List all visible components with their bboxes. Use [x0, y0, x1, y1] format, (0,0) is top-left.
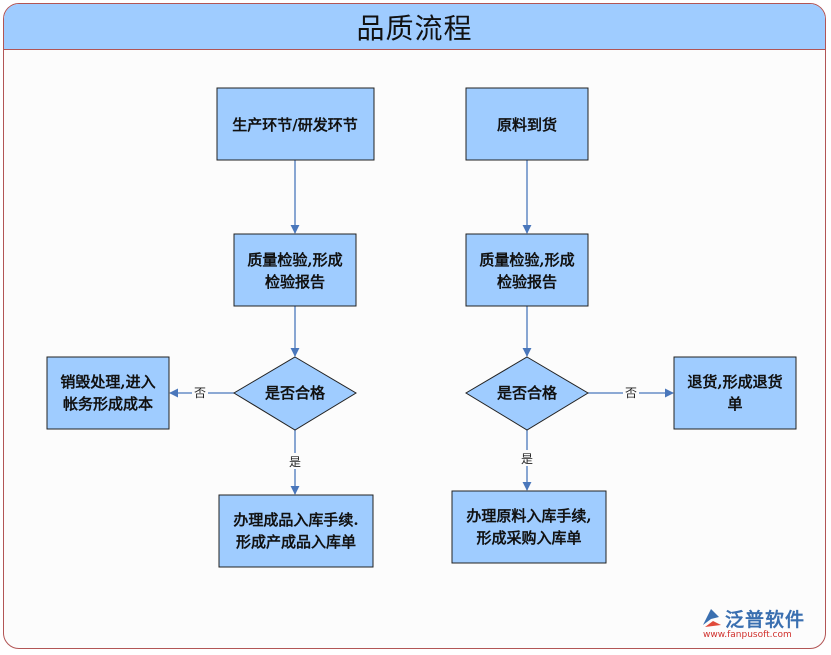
node-qc-right-line1: 质量检验,形成	[479, 251, 574, 269]
page-title: 品质流程	[356, 11, 473, 45]
node-decision-left: 是否合格	[233, 356, 357, 431]
node-decision-left-label: 是否合格	[264, 384, 326, 402]
node-qc-left-line1: 质量检验,形成	[247, 251, 342, 269]
node-store-product-line1: 办理成品入库手续.	[233, 511, 358, 529]
diagram-frame: 品质流程	[3, 3, 826, 649]
edge-label-yes-right: 是	[521, 452, 533, 466]
edge-label-no-left: 否	[194, 386, 206, 400]
node-store-raw-line2: 形成采购入库单	[476, 529, 581, 547]
node-store-raw-line1: 办理原料入库手续,	[466, 507, 591, 525]
node-decision-right-label: 是否合格	[496, 384, 558, 402]
edges	[169, 160, 674, 495]
node-production: 生产环节/研发环节	[216, 87, 375, 161]
node-destroy-line1: 销毁处理,进入	[60, 373, 155, 391]
logo-name: 泛普软件	[725, 609, 806, 631]
logo-url: www.fanpusoft.com	[703, 630, 792, 640]
node-destroy-line2: 帐务形成成本	[63, 395, 153, 413]
node-return-goods-line1: 退货,形成退货	[687, 373, 782, 391]
node-decision-right: 是否合格	[465, 356, 589, 431]
node-qc-right-line2: 检验报告	[497, 273, 557, 291]
node-qc-left-line2: 检验报告	[265, 273, 325, 291]
node-qc-right: 质量检验,形成 检验报告	[465, 233, 589, 307]
node-raw-arrival-label: 原料到货	[497, 116, 557, 134]
edge-label-yes-left: 是	[289, 455, 301, 469]
node-destroy: 销毁处理,进入 帐务形成成本	[46, 356, 170, 430]
node-qc-left: 质量检验,形成 检验报告	[233, 233, 357, 307]
title-bar: 品质流程	[4, 4, 825, 50]
node-return-goods: 退货,形成退货 单	[673, 356, 797, 430]
node-store-product-line2: 形成产成品入库单	[236, 533, 356, 551]
edge-labels: 否 是 否 是	[192, 384, 639, 469]
node-return-goods-line2: 单	[727, 395, 742, 413]
node-store-product: 办理成品入库手续. 形成产成品入库单	[218, 494, 374, 568]
node-raw-arrival: 原料到货	[465, 87, 589, 161]
brand-logo: 泛普软件 www.fanpusoft.com	[699, 605, 819, 645]
edge-label-no-right: 否	[625, 386, 637, 400]
node-store-raw: 办理原料入库手续, 形成采购入库单	[451, 490, 607, 564]
logo-mark-icon	[703, 609, 721, 627]
node-production-label: 生产环节/研发环节	[232, 116, 357, 134]
